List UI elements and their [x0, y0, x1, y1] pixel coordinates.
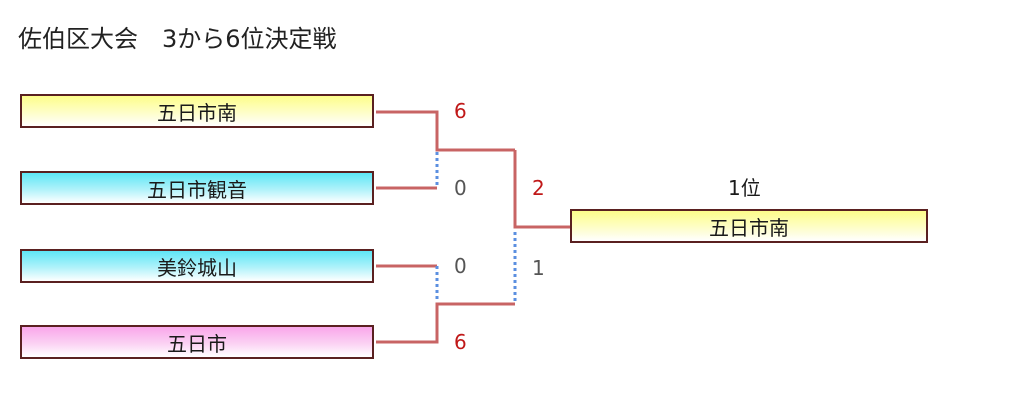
bracket-line-final-winner	[513, 150, 570, 229]
team-box-4: 五日市	[20, 325, 374, 359]
score-final-top: 2	[532, 176, 545, 200]
first-place-label: 1位	[728, 176, 761, 200]
score-match2-top: 0	[454, 254, 467, 278]
bracket-line-team4	[376, 302, 515, 344]
score-match1-bottom: 0	[454, 176, 467, 200]
winner-box: 五日市南	[570, 209, 928, 243]
score-final-bottom: 1	[532, 256, 545, 280]
team-box-2: 五日市観音	[20, 171, 374, 205]
page-title: 佐伯区大会 3から6位決定戦	[18, 25, 337, 53]
score-match1-top: 6	[454, 99, 467, 123]
bracket-line-team1	[376, 110, 515, 152]
team-box-1: 五日市南	[20, 94, 374, 128]
team-box-3: 美鈴城山	[20, 249, 374, 283]
score-match2-bottom: 6	[454, 330, 467, 354]
